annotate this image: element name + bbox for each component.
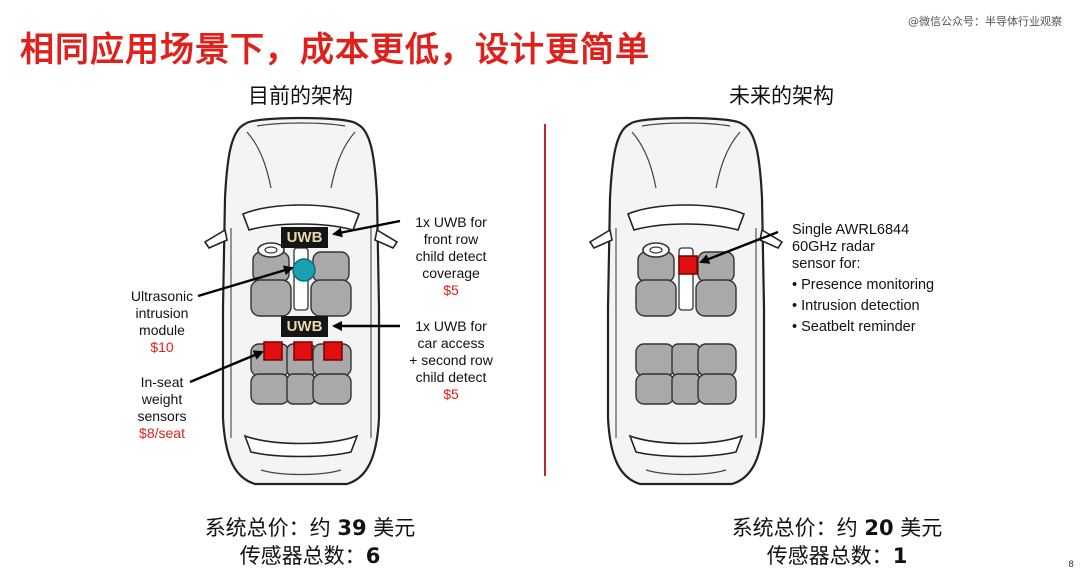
- future-car-illustration: [588, 116, 784, 486]
- uwb-front-arrow: [332, 219, 401, 238]
- callout-line: + second row: [409, 352, 493, 368]
- current-car-illustration: [203, 116, 399, 486]
- current-architecture-heading: 目前的架构: [248, 84, 353, 108]
- callout-line: sensor for:: [792, 256, 861, 272]
- total-cost-label: 系统总价：约: [731, 516, 865, 540]
- uwb-second-badge: UWB: [281, 316, 328, 337]
- ultrasonic-callout: Ultrasonic intrusion module $10: [116, 288, 208, 356]
- total-cost-unit: 美元: [893, 516, 943, 540]
- callout-line: front row: [423, 231, 479, 247]
- callout-line: child detect: [415, 369, 487, 385]
- feature-bullet: • Seatbelt reminder: [792, 319, 916, 335]
- radar-sensor-icon: [678, 255, 698, 275]
- total-cost-unit: 美元: [366, 516, 416, 540]
- callout-line: Single AWRL6844: [792, 222, 910, 238]
- feature-bullet: • Presence monitoring: [792, 277, 935, 293]
- section-divider: [544, 124, 546, 476]
- uwb-front-callout: 1x UWB for front row child detect covera…: [400, 214, 502, 299]
- callout-line: 1x UWB for: [415, 214, 487, 230]
- sensor-count-label: 传感器总数：: [766, 544, 893, 568]
- page-number: 8: [1068, 560, 1074, 570]
- callout-price: $8/seat: [139, 425, 185, 441]
- ultrasonic-arrow: [197, 265, 294, 298]
- callout-line: In-seat: [140, 374, 184, 390]
- sensor-count-label: 传感器总数：: [239, 544, 366, 568]
- callout-line: intrusion: [135, 305, 189, 321]
- callout-price: $5: [443, 386, 459, 402]
- total-cost-value: 39: [337, 516, 367, 540]
- total-cost: 系统总价：约 20 美元: [677, 514, 997, 542]
- total-cost: 系统总价：约 39 美元: [150, 514, 470, 542]
- callout-line: 60GHz radar: [792, 239, 876, 255]
- sensor-count-value: 1: [892, 544, 908, 568]
- uwb-front-badge: UWB: [281, 227, 328, 248]
- ultrasonic-module-icon: [292, 258, 316, 282]
- callout-line: Ultrasonic: [130, 288, 194, 304]
- watermark: @微信公众号：半导体行业观察: [908, 15, 1062, 28]
- callout-line: sensors: [137, 408, 187, 424]
- feature-bullet: • Intrusion detection: [792, 298, 920, 314]
- radar-sensor-callout: Single AWRL6844 60GHz radar sensor for:: [792, 222, 972, 273]
- callout-line: car access: [417, 335, 485, 351]
- slide-title: 相同应用场景下，成本更低，设计更简单: [20, 30, 650, 70]
- total-cost-value: 20: [864, 516, 894, 540]
- weight-sensor-icon: [263, 341, 283, 361]
- future-architecture-heading: 未来的架构: [729, 84, 834, 108]
- current-summary: 系统总价：约 39 美元 传感器总数：6: [150, 514, 470, 570]
- weight-sensor-arrow: [189, 350, 264, 384]
- callout-line: child detect: [415, 248, 487, 264]
- total-cost-label: 系统总价：约: [204, 516, 338, 540]
- callout-price: $10: [150, 339, 174, 355]
- weight-sensor-callout: In-seat weight sensors $8/seat: [122, 374, 202, 442]
- sensor-count: 传感器总数：6: [150, 542, 470, 570]
- uwb-second-callout: 1x UWB for car access + second row child…: [400, 318, 502, 403]
- callout-line: module: [139, 322, 185, 338]
- callout-price: $5: [443, 282, 459, 298]
- radar-arrow: [699, 230, 779, 264]
- future-summary: 系统总价：约 20 美元 传感器总数：1: [677, 514, 997, 570]
- callout-line: 1x UWB for: [415, 318, 487, 334]
- callout-line: weight: [141, 391, 183, 407]
- callout-line: coverage: [422, 265, 480, 281]
- weight-sensor-icon: [323, 341, 343, 361]
- sensor-count: 传感器总数：1: [677, 542, 997, 570]
- weight-sensor-icon: [293, 341, 313, 361]
- radar-feature-list: • Presence monitoring • Intrusion detect…: [792, 275, 982, 338]
- sensor-count-value: 6: [365, 544, 381, 568]
